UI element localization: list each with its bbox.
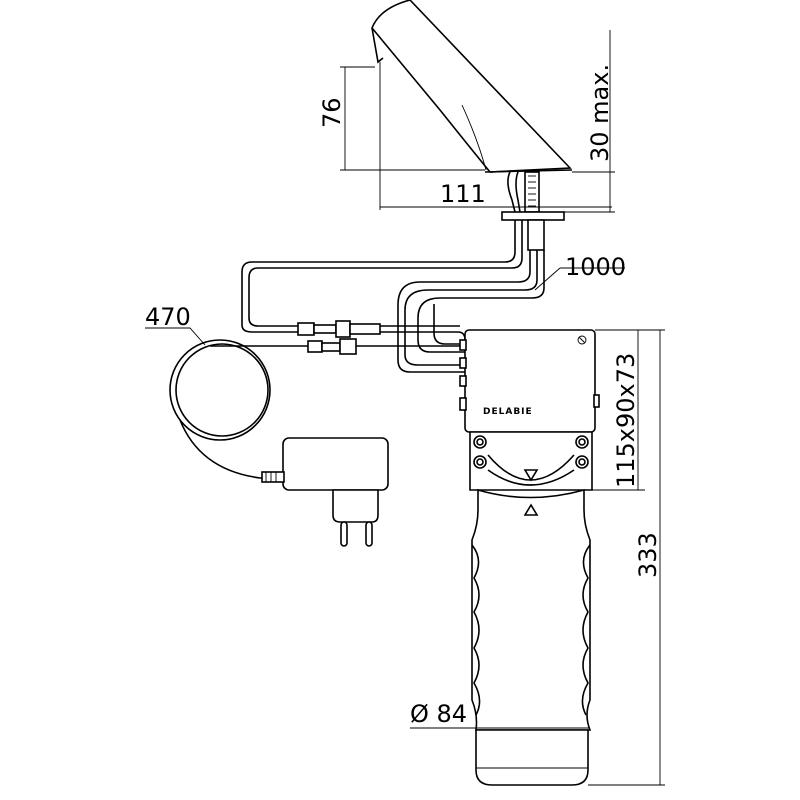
dim-hose-length: 1000 xyxy=(565,253,626,281)
dim-deck-thickness: 30 max. xyxy=(586,64,614,162)
cable-coil xyxy=(169,339,283,479)
dim-spout-reach: 111 xyxy=(440,180,486,208)
cable-connectors xyxy=(210,320,465,355)
dimension-lines xyxy=(145,30,665,786)
electronic-box: DELABIE xyxy=(459,329,600,433)
dim-spout-height: 76 xyxy=(318,97,346,128)
filter-cartridge xyxy=(471,488,592,786)
spout xyxy=(371,0,573,173)
mounting-shank xyxy=(501,171,565,251)
dim-total-height: 333 xyxy=(634,532,662,578)
dim-cable-length: 470 xyxy=(145,303,191,331)
dim-box-size: 115x90x73 xyxy=(612,353,640,488)
power-adapter xyxy=(261,437,389,547)
dim-filter-diameter: Ø 84 xyxy=(410,700,467,728)
hoses xyxy=(241,220,545,373)
filter-bracket xyxy=(469,431,593,491)
brand-label: DELABIE xyxy=(483,407,533,417)
